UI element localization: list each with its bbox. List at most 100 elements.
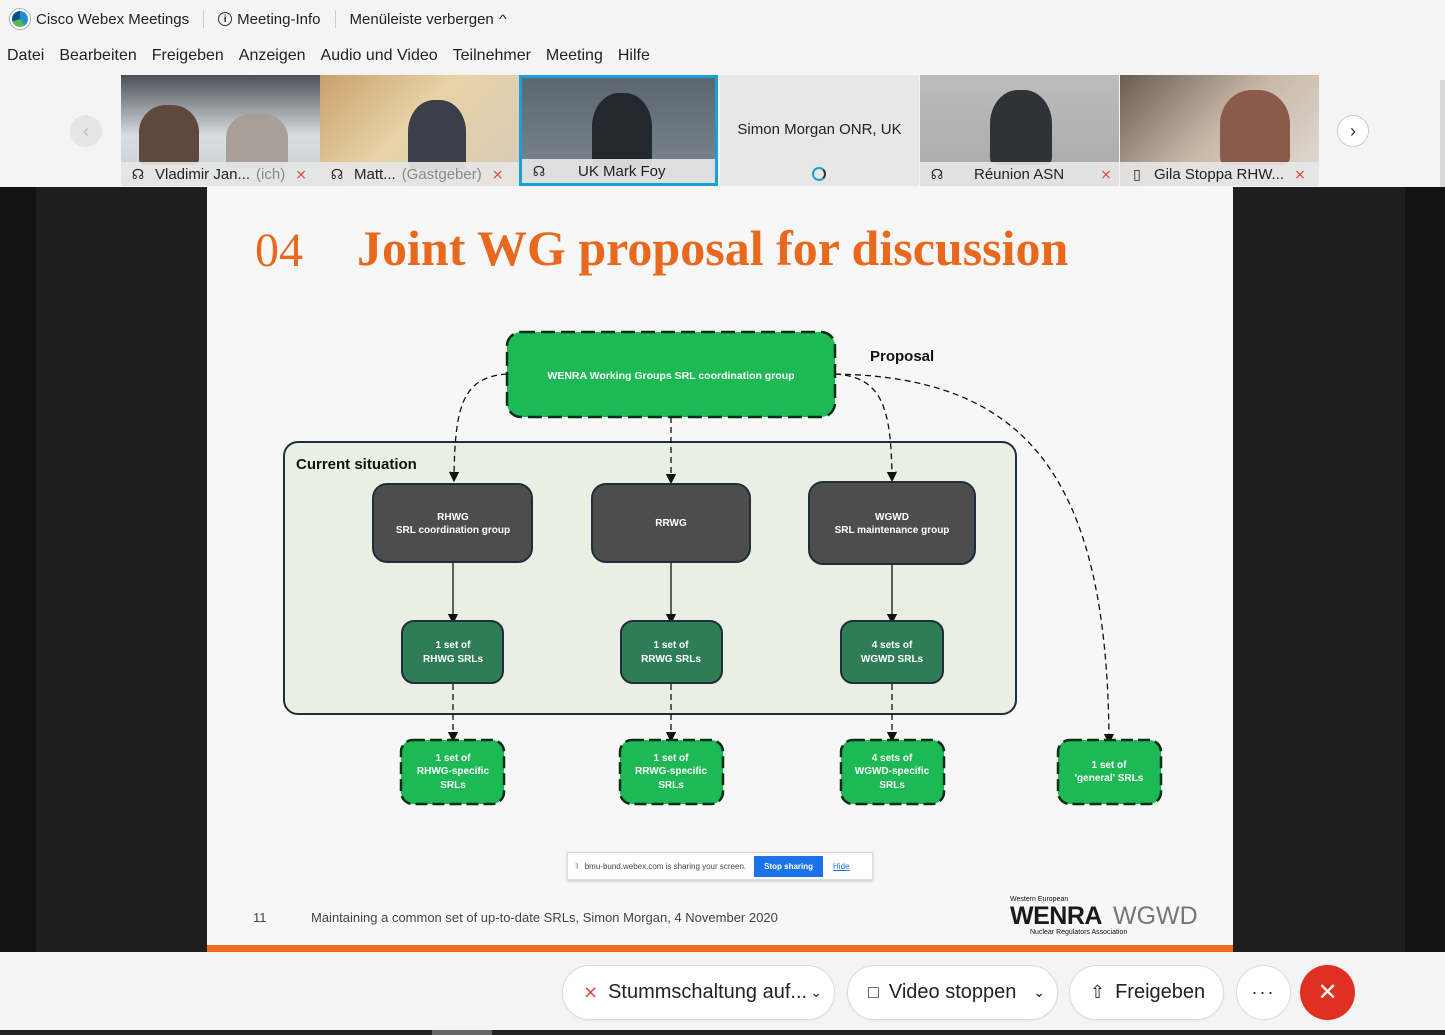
shared-screen-area: 04 Joint WG proposal for discussion Curr… [0,187,1445,952]
chevron-down-icon[interactable]: ⌄ [1033,984,1045,1000]
participant-name: Simon Morgan ONR, UK [737,121,902,138]
hide-menu-label: Menüleiste verbergen [349,10,494,28]
share-letterbox-right [1405,187,1445,952]
wgwd-group-desc: SRL maintenance group [835,525,950,536]
menu-hilfe[interactable]: Hilfe [617,47,650,64]
participant-tile[interactable]: ☊ Réunion ASN ⨯ [920,75,1119,186]
next-page-button[interactable]: › [1337,115,1369,147]
rrwg-group-name: RRWG [655,518,687,529]
drag-handle-icon[interactable]: ‖ [575,861,579,871]
general-srls-line2: 'general' SRLs [1075,773,1144,784]
menu-audio-video[interactable]: Audio und Video [320,47,438,64]
dashed-connector [448,373,508,483]
participant-tile[interactable]: ☊ Vladimir Jan... (ich) ⨯ [121,75,320,186]
participant-tile-no-video[interactable]: Simon Morgan ONR, UK [720,75,919,186]
participant-tile[interactable]: ☊ Matt... (Gastgeber) ⨯ [320,75,519,186]
video-person [990,90,1052,165]
dashed-connector [834,373,1115,745]
menu-bearbeiten[interactable]: Bearbeiten [59,47,137,64]
video-person [408,100,466,170]
participant-tile[interactable]: ▯ Gila Stoppa RHW... ⨯ [1120,75,1319,186]
menu-datei[interactable]: Datei [7,47,45,64]
taskbar-indicator [432,1030,492,1035]
participant-strip: ‹ ☊ Vladimir Jan... (ich) ⨯ ☊ Matt... (G… [0,75,1445,187]
participant-tile-active[interactable]: ☊ UK Mark Foy [519,75,718,186]
participant-name: Vladimir Jan... [155,165,251,183]
proposal-label: Proposal [870,348,934,365]
rrwg-set-box [620,620,723,684]
rrwg-specific-line2: RRWG-specific [635,766,707,777]
headset-icon: ☊ [532,162,546,179]
slide-title: Joint WG proposal for discussion [357,220,1069,276]
mute-label: Stummschaltung auf... [608,981,808,1003]
general-srls-line1: 1 set of [1091,760,1127,771]
share-icon: ⇧ [1090,982,1106,1002]
menu-bar: Datei Bearbeiten Freigeben Anzeigen Audi… [0,40,658,72]
wgwd-set-line2: WGWD SRLs [861,654,924,665]
wgwd-set-box [840,620,944,684]
rhwg-specific-line2: RHWG-specific [417,766,490,777]
rhwg-specific-line3: SRLs [440,780,466,791]
slide-page-number: 11 [253,910,267,925]
prev-page-button[interactable]: ‹ [70,115,102,147]
more-options-button[interactable]: ··· [1236,965,1291,1020]
share-button[interactable]: ⇧ Freigeben [1069,965,1224,1020]
info-icon: i [218,12,233,26]
chevron-down-icon[interactable]: ⌄ [810,984,822,1000]
chevron-right-icon: › [1350,120,1356,141]
hide-banner-link[interactable]: Hide [833,861,850,871]
wgwd-specific-line2: WGWD-specific [855,766,930,777]
rrwg-specific-line1: 1 set of [653,753,689,764]
dashed-connector [834,373,898,483]
wgwd-specific-line3: SRLs [879,780,905,791]
wenra-logo: WENRA [1010,902,1102,930]
participant-tag: (Gastgeber) [401,165,482,183]
taskbar-strip [0,1030,1445,1035]
participant-tag: (ich) [256,165,286,183]
video-label: Video stoppen [888,981,1017,1003]
video-button[interactable]: □ Video stoppen ⌄ [847,965,1058,1020]
menu-teilnehmer[interactable]: Teilnehmer [452,47,531,64]
webex-logo-icon [10,9,30,29]
rhwg-set-line1: 1 set of [435,640,471,651]
menu-anzeigen[interactable]: Anzeigen [238,47,306,64]
participant-name-bar: ☊ UK Mark Foy [522,159,715,183]
divider [203,10,205,28]
wenra-logo-top: Western European [1010,896,1069,903]
mic-muted-icon: ⨯ [295,165,307,182]
title-bar: Cisco Webex Meetings i Meeting-Info Menü… [0,0,1445,38]
video-person [139,105,199,165]
meeting-info-button[interactable]: i Meeting-Info [218,11,321,28]
current-situation-label: Current situation [296,456,417,473]
headset-icon: ☊ [930,165,944,182]
mute-button[interactable]: ⨯ Stummschaltung auf... ⌄ [562,965,835,1020]
participant-name: Matt... [354,165,396,183]
coordination-group-box [505,330,837,419]
chevron-up-icon: ^ [498,12,507,26]
mic-muted-icon: ⨯ [583,982,599,1002]
video-person [592,93,652,168]
slide-footer-text: Maintaining a common set of up-to-date S… [311,910,778,925]
headset-icon: ☊ [330,165,344,182]
mic-muted-icon: ⨯ [1294,165,1306,182]
stop-sharing-button[interactable]: Stop sharing [754,855,824,877]
hide-menu-button[interactable]: Menüleiste verbergen ^ [349,10,507,28]
end-meeting-button[interactable]: ✕ [1300,965,1355,1020]
share-label: Freigeben [1115,981,1206,1003]
mic-muted-icon: ⨯ [1100,165,1112,182]
sharing-text: bmu-bund.webex.com is sharing your scree… [584,861,747,871]
rhwg-group-box [372,483,533,563]
slide-accent-line [207,945,1233,952]
wgwd-specific-box [839,738,946,806]
wgwd-logo: WGWD [1113,902,1198,930]
menu-freigeben[interactable]: Freigeben [151,47,224,64]
menu-meeting[interactable]: Meeting [545,47,603,64]
rrwg-group-box [591,483,751,563]
video-person [1220,90,1290,165]
rhwg-specific-line1: 1 set of [435,753,471,764]
coordination-group-label: WENRA Working Groups SRL coordination gr… [547,370,794,382]
mic-muted-icon: ⨯ [491,165,504,182]
video-person [226,113,288,168]
rhwg-set-box [401,620,504,684]
meeting-controls: ⨯ Stummschaltung auf... ⌄ □ Video stoppe… [0,952,1445,1035]
